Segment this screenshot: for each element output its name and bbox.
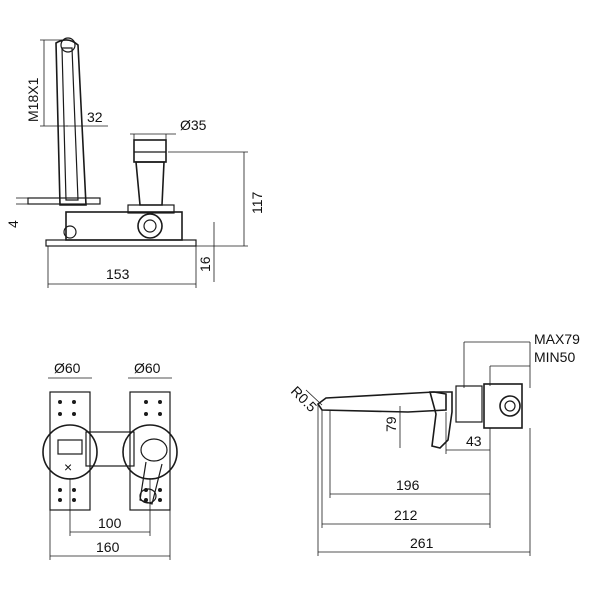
cross-mark-icon: × xyxy=(64,459,72,475)
handle-cap xyxy=(133,139,167,163)
min-depth-label: MIN50 xyxy=(534,349,575,365)
length-label: 212 xyxy=(394,507,418,523)
overall-width-label: 153 xyxy=(106,266,130,282)
right-escutcheon xyxy=(122,424,178,480)
thread-label: M18X1 xyxy=(25,77,41,122)
base-height-label: 16 xyxy=(197,256,213,272)
front-view: Ø60 Ø60 × 100 xyxy=(42,360,178,560)
height-label: 117 xyxy=(249,191,265,214)
spout-tip xyxy=(60,37,76,53)
base-plate xyxy=(45,239,197,247)
profile-inlet xyxy=(499,395,521,417)
inlet-core xyxy=(143,219,157,233)
lever-tip xyxy=(139,488,157,504)
max-depth-label: MAX79 xyxy=(534,331,580,347)
spout-height-label: 79 xyxy=(383,416,399,432)
profile-handle xyxy=(428,391,453,449)
reach-label: 196 xyxy=(396,477,420,493)
spout-inner xyxy=(61,47,79,201)
profile-view: R0.5 MAX79 MIN50 79 43 196 xyxy=(288,331,580,556)
spout-socket xyxy=(57,439,83,455)
side-view: M18X1 32 Ø35 4 117 16 xyxy=(5,37,265,288)
right-diameter-label: Ø60 xyxy=(134,360,161,376)
spout-width-label: 32 xyxy=(87,109,103,125)
spout-outline xyxy=(55,39,87,206)
body-depth-label: 43 xyxy=(466,433,482,449)
mounting-bar xyxy=(65,211,183,241)
inlet-ring xyxy=(137,213,163,239)
left-diameter-label: Ø60 xyxy=(54,360,81,376)
lever-handle xyxy=(139,461,163,505)
profile-cartridge xyxy=(483,383,523,429)
profile-spout xyxy=(316,391,447,413)
wall-plate xyxy=(27,197,101,205)
handle-collar xyxy=(127,204,175,214)
centers-label: 100 xyxy=(98,515,122,531)
cross-bar xyxy=(85,431,135,467)
profile-inlet-core xyxy=(504,400,516,412)
profile-escutcheon xyxy=(455,385,483,423)
overall-length-label: 261 xyxy=(410,535,434,551)
left-fitting xyxy=(63,225,77,239)
handle-diameter-label: Ø35 xyxy=(180,117,207,133)
front-width-label: 160 xyxy=(96,539,120,555)
plate-thickness-label: 4 xyxy=(5,220,21,228)
handle-lever xyxy=(135,161,165,206)
lever-body xyxy=(140,438,168,462)
mounting-holes xyxy=(58,400,162,502)
